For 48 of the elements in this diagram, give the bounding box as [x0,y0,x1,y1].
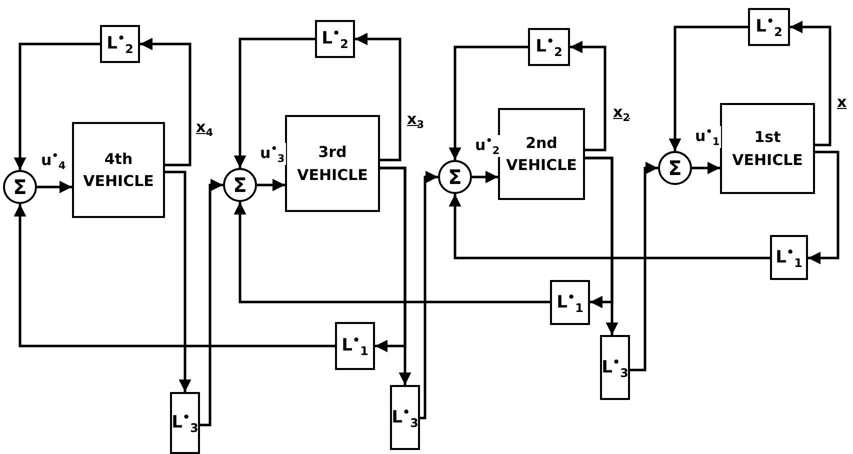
signal-arrow [165,170,192,392]
signal-arrow [14,204,335,348]
gain-block [170,392,200,454]
gain-block [528,28,570,66]
vehicle-block [720,103,815,194]
gain-block [550,280,590,325]
gain-block [100,25,140,63]
block-label: 2nd VEHICLE [505,132,578,176]
signal-arrow [14,42,100,170]
gain-block [600,335,630,400]
sigma-symbol: Σ [13,175,27,199]
signal-arrow [234,38,315,168]
summing-junction [3,170,37,204]
block-label: 3rd VEHICLE [296,142,369,186]
vehicle-block [498,108,585,200]
signal-arrow [585,156,614,308]
signal-arrow [140,38,192,166]
gain-block [315,20,355,58]
summing-junction [223,168,257,202]
gain-block [390,385,420,450]
signal-arrow [668,26,748,151]
signal-arrow [200,178,223,426]
signal-arrow [790,20,832,146]
signal-arrow [692,162,720,174]
signal-arrow [570,40,606,152]
sigma-symbol: Σ [448,165,462,189]
signal-arrow [375,166,406,352]
signal-arrow [472,170,498,184]
signal-arrow [257,178,285,192]
sigma-symbol: Σ [233,173,247,197]
signal-arrow [234,202,550,304]
vehicle-block [285,115,380,212]
block-label: 4th VEHICLE [82,148,155,192]
signal-arrow [355,32,402,162]
vehicle-block [72,122,165,218]
gain-block [335,322,375,370]
signal-arrow [448,46,528,160]
signal-arrow [448,194,770,260]
signal-arrow [37,180,72,194]
sigma-symbol: Σ [668,156,682,180]
signal-arrow [630,162,658,372]
signal-arrow [420,170,438,420]
gain-block [770,235,808,280]
summing-junction [658,151,692,185]
gain-block [748,8,790,46]
block-label: 1st VEHICLE [731,127,804,170]
signal-arrow [808,150,840,264]
summing-junction [438,160,472,194]
